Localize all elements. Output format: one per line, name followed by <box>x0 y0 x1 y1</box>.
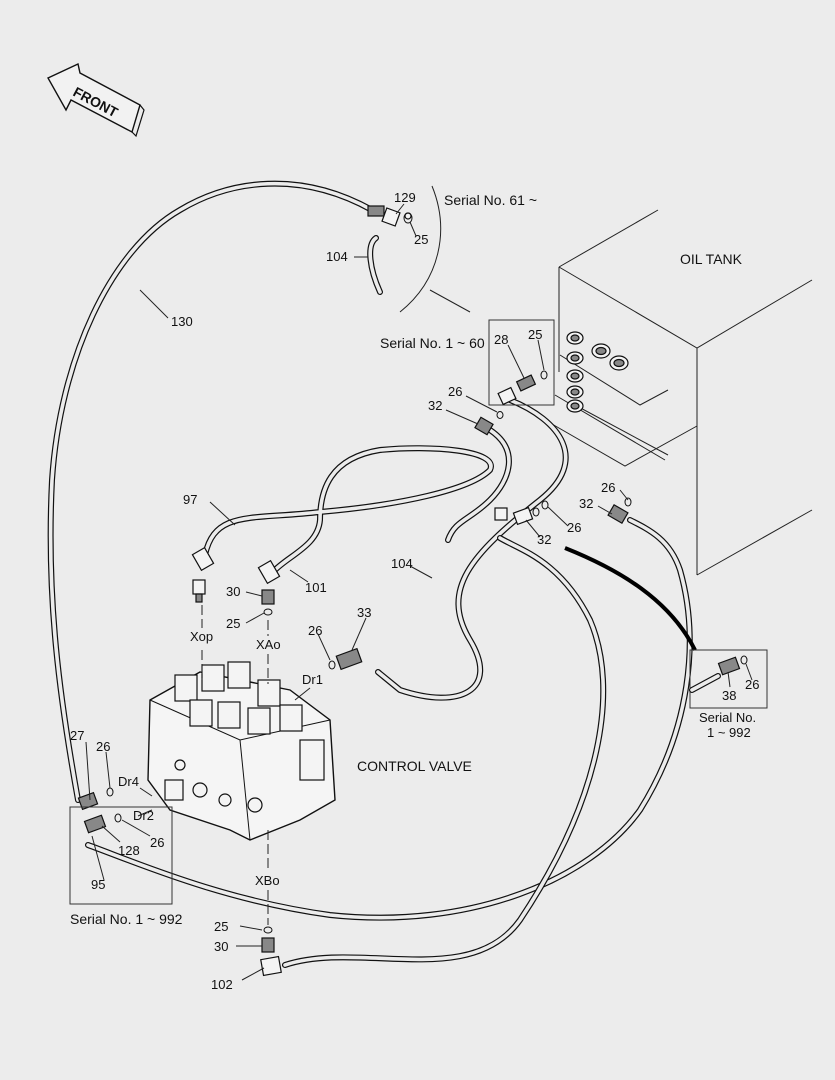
part-32-tank: 32 <box>428 398 442 413</box>
part-26-dr2: 26 <box>150 835 164 850</box>
part-38: 38 <box>722 688 736 703</box>
part-104-top: 104 <box>326 249 348 264</box>
leader-lines <box>85 203 753 981</box>
part-30-xao: 30 <box>226 584 240 599</box>
fitting-xop <box>192 579 206 603</box>
fitting-32-right <box>607 503 629 525</box>
part-97: 97 <box>183 492 197 507</box>
part-25-xbo: 25 <box>214 919 228 934</box>
fitting-129 <box>367 205 412 227</box>
part-26-box: 26 <box>745 677 759 692</box>
hose-102 <box>282 535 607 968</box>
part-30-xbo: 30 <box>214 939 228 954</box>
serial-1-992-left-label: Serial No. 1 ~ 992 <box>70 911 183 927</box>
tank-port <box>591 343 611 359</box>
part-25-xao: 25 <box>226 616 240 631</box>
fitting-28 <box>515 370 548 392</box>
oil-tank-label: OIL TANK <box>680 251 743 267</box>
oring-25-top <box>403 212 413 224</box>
control-valve <box>147 661 336 841</box>
control-valve-label: CONTROL VALVE <box>357 758 472 774</box>
tank-port <box>566 351 584 365</box>
tank-port <box>609 355 629 371</box>
part-26-dr1: 26 <box>308 623 322 638</box>
part-32-right: 32 <box>579 496 593 511</box>
hose-104-top <box>367 235 383 295</box>
part-130: 130 <box>171 314 193 329</box>
serial-1-992-right-line1: Serial No. <box>699 710 756 725</box>
tank-port <box>566 385 584 399</box>
part-25-top: 25 <box>414 232 428 247</box>
fitting-elbow-101 <box>257 559 281 585</box>
serial-1-992-right-line2: 1 ~ 992 <box>707 725 751 740</box>
part-102: 102 <box>211 977 233 992</box>
oring-26-tank <box>496 411 504 419</box>
part-129: 129 <box>394 190 416 205</box>
serial-1-992-left-box <box>69 806 173 905</box>
fitting-33 <box>328 647 363 671</box>
part-33: 33 <box>357 605 371 620</box>
port-xao: XAo <box>256 637 281 652</box>
part-95: 95 <box>91 877 105 892</box>
part-128: 128 <box>118 843 140 858</box>
part-26-mid: 26 <box>567 520 581 535</box>
oring-26-mid <box>541 500 549 510</box>
fitting-102 <box>260 955 282 977</box>
serial-1-992-right-box <box>689 649 768 709</box>
hose-104-mid <box>375 397 569 701</box>
fitting-128 <box>83 814 107 834</box>
hose-97 <box>202 445 494 573</box>
fitting-38 <box>717 655 748 676</box>
fitting-elbow-return <box>494 507 508 521</box>
oil-tank <box>544 209 813 576</box>
hose-tank-return <box>445 427 512 543</box>
port-xop: Xop <box>190 629 213 644</box>
part-26-dr4: 26 <box>96 739 110 754</box>
oring-26-dr4 <box>106 787 114 797</box>
tank-port <box>566 399 584 413</box>
oring-26-right <box>624 497 632 507</box>
leader <box>429 289 471 313</box>
serial-61-label: Serial No. 61 ~ <box>444 192 537 208</box>
port-leaders <box>201 605 269 925</box>
part-104-mid: 104 <box>391 556 413 571</box>
fitting-elbow-97 <box>191 546 215 572</box>
front-arrow-icon <box>47 62 145 138</box>
port-dr4: Dr4 <box>118 774 139 789</box>
hose-main-return <box>85 517 693 921</box>
part-27: 27 <box>70 728 84 743</box>
serial-boundary-arc <box>399 185 442 313</box>
fitting-elbow-tank <box>497 386 517 406</box>
part-101: 101 <box>305 580 327 595</box>
pointer-curve <box>564 546 697 651</box>
port-xbo: XBo <box>255 873 280 888</box>
fitting-30-xao <box>261 589 275 616</box>
hose-38 <box>689 673 721 693</box>
serial-1-60-label: Serial No. 1 ~ 60 <box>380 335 485 351</box>
hose-130 <box>47 180 375 803</box>
fitting-32-mid <box>512 506 540 526</box>
part-28: 28 <box>494 332 508 347</box>
port-dr1: Dr1 <box>302 672 323 687</box>
part-26-right: 26 <box>601 480 615 495</box>
tank-port <box>566 369 584 383</box>
part-26-tank: 26 <box>448 384 462 399</box>
part-32-mid: 32 <box>537 532 551 547</box>
fitting-30-xbo <box>261 937 275 953</box>
part-25-tank: 25 <box>528 327 542 342</box>
oring-26-dr2 <box>114 813 122 823</box>
oring-25-xbo <box>263 926 273 934</box>
serial-1-60-box <box>488 319 555 406</box>
fitting-32-tank <box>474 416 494 436</box>
port-dr2: Dr2 <box>133 808 154 823</box>
tank-port <box>566 331 584 345</box>
